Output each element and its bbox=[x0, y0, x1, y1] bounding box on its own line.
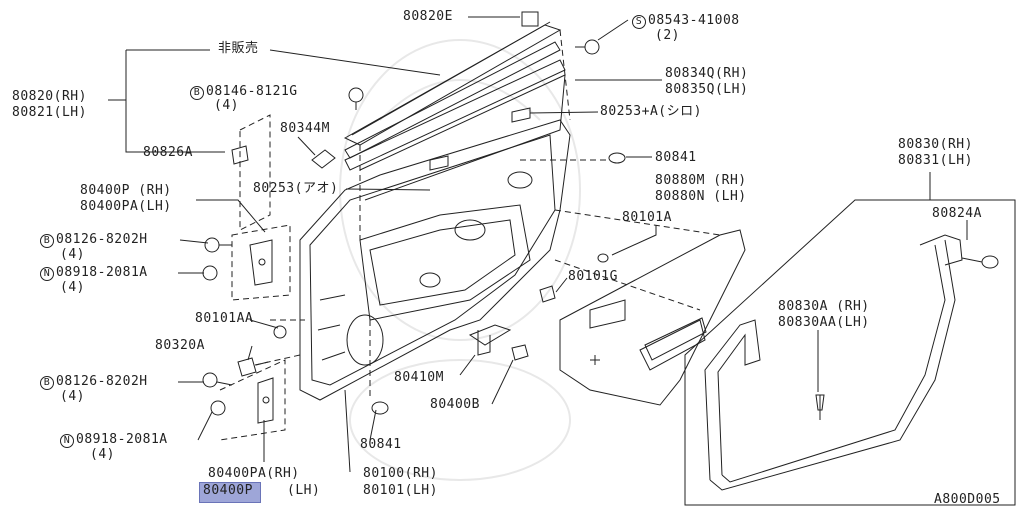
n-symbol-icon: N bbox=[60, 434, 74, 448]
qty-08543: (2) bbox=[655, 28, 680, 43]
label-80400p-lh-code[interactable]: 80400P bbox=[203, 483, 253, 498]
b-symbol-icon: B bbox=[190, 86, 204, 100]
label-hihanbai: 非販売 bbox=[218, 41, 259, 56]
dashed-guide-lines bbox=[219, 29, 721, 441]
label-80831-lh[interactable]: 80831(LH) bbox=[898, 153, 973, 168]
qty-08126-top: (4) bbox=[60, 247, 85, 262]
label-80820-rh[interactable]: 80820(RH) bbox=[12, 89, 87, 104]
label-80835q-lh[interactable]: 80835Q(LH) bbox=[665, 82, 749, 97]
label-80101g[interactable]: 80101G bbox=[568, 269, 618, 284]
label-80410m[interactable]: 80410M bbox=[394, 370, 444, 385]
highlight-80400p-lh bbox=[199, 482, 261, 503]
label-80824a[interactable]: 80824A bbox=[932, 206, 982, 221]
door-shell bbox=[299, 119, 571, 401]
door-weatherstrip bbox=[704, 234, 999, 491]
door-upper-molding bbox=[343, 21, 562, 159]
label-80830-rh[interactable]: 80830(RH) bbox=[898, 137, 973, 152]
qty-08126-bottom: (4) bbox=[60, 389, 85, 404]
diagram-code: A800D005 bbox=[934, 492, 1001, 507]
qty-08918-top: (4) bbox=[60, 280, 85, 295]
fasteners bbox=[202, 11, 626, 424]
label-80400p-rh[interactable]: 80400P (RH) bbox=[80, 183, 172, 198]
label-80400pa-rh[interactable]: 80400PA(RH) bbox=[208, 466, 300, 481]
leader-lines bbox=[108, 16, 968, 473]
label-08543-41008-text[interactable]: 08543-41008 bbox=[648, 13, 740, 28]
label-80821-lh[interactable]: 80821(LH) bbox=[12, 105, 87, 120]
label-80253a-shiro[interactable]: 80253+A(シロ) bbox=[600, 104, 702, 119]
label-08126-8202h-top-text[interactable]: 08126-8202H bbox=[56, 232, 148, 247]
door-trim-panel bbox=[559, 229, 746, 406]
label-80101aa[interactable]: 80101AA bbox=[195, 311, 254, 326]
label-80320a[interactable]: 80320A bbox=[155, 338, 205, 353]
label-80841-bottom[interactable]: 80841 bbox=[360, 437, 402, 452]
label-80830a-rh[interactable]: 80830A (RH) bbox=[778, 299, 870, 314]
qty-08146: (4) bbox=[214, 98, 239, 113]
label-80101-lh[interactable]: 80101(LH) bbox=[363, 483, 438, 498]
qty-08918-bottom: (4) bbox=[90, 447, 115, 462]
label-80841-top[interactable]: 80841 bbox=[655, 150, 697, 165]
inner-weatherstrip bbox=[344, 59, 566, 201]
label-80400b[interactable]: 80400B bbox=[430, 397, 480, 412]
label-80830aa-lh[interactable]: 80830AA(LH) bbox=[778, 315, 870, 330]
label-08918-2081a-top-text[interactable]: 08918-2081A bbox=[56, 265, 148, 280]
s-symbol-icon: S bbox=[632, 15, 646, 29]
b-symbol-icon: B bbox=[40, 376, 54, 390]
watermark-emblem bbox=[339, 39, 581, 481]
label-80400pa-lh[interactable]: 80400PA(LH) bbox=[80, 199, 172, 214]
n-symbol-icon: N bbox=[40, 267, 54, 281]
label-80344m[interactable]: 80344M bbox=[280, 121, 330, 136]
label-80253-ao[interactable]: 80253(アオ) bbox=[253, 181, 339, 196]
label-08146-8121g-text[interactable]: 08146-8121G bbox=[206, 84, 298, 99]
label-80826a[interactable]: 80826A bbox=[143, 145, 193, 160]
label-80100-rh[interactable]: 80100(RH) bbox=[363, 466, 438, 481]
label-80880n-lh[interactable]: 80880N (LH) bbox=[655, 189, 747, 204]
weatherstrip-detail-box bbox=[684, 199, 1016, 506]
label-08126-8202h-bottom-text[interactable]: 08126-8202H bbox=[56, 374, 148, 389]
b-symbol-icon: B bbox=[40, 234, 54, 248]
label-80880m-rh[interactable]: 80880M (RH) bbox=[655, 173, 747, 188]
label-80400p-lh-side: (LH) bbox=[287, 483, 321, 498]
label-80101a[interactable]: 80101A bbox=[622, 210, 672, 225]
label-08918-2081a-bottom-text[interactable]: 08918-2081A bbox=[76, 432, 168, 447]
label-80834q-rh[interactable]: 80834Q(RH) bbox=[665, 66, 749, 81]
label-80820e[interactable]: 80820E bbox=[403, 9, 453, 24]
